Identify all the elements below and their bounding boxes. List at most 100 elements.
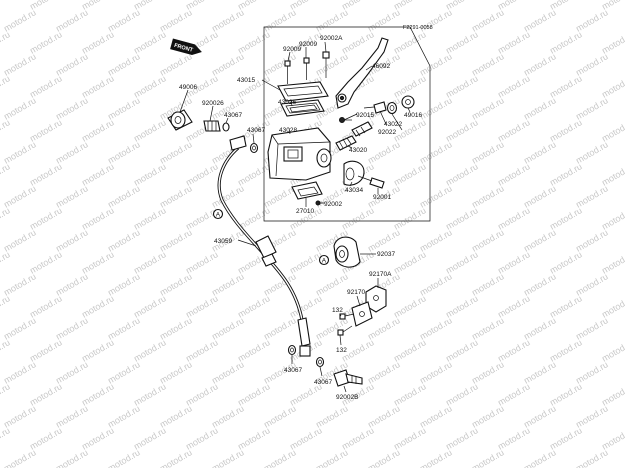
reference-marker-grommet: A	[318, 254, 330, 266]
watermark-text: motod.ru	[236, 293, 272, 319]
watermark-text: motod.ru	[340, 425, 376, 451]
watermark-text: motod.ru	[366, 7, 402, 33]
watermark-text: motod.ru	[2, 359, 38, 385]
banjo-bolt	[203, 120, 221, 132]
watermark-text: motod.ru	[158, 7, 194, 33]
watermark-text: motod.ru	[548, 337, 584, 363]
watermark-text: motod.ru	[28, 293, 64, 319]
leader-lines	[179, 41, 411, 393]
watermark-text: motod.ru	[522, 271, 558, 297]
watermark-text: motod.ru	[2, 227, 38, 253]
watermark-text: motod.ru	[522, 359, 558, 385]
watermark-text: motod.ru	[80, 73, 116, 99]
watermark-text: motod.ru	[522, 7, 558, 33]
watermark-text: motod.ru	[158, 359, 194, 385]
watermark-text: motod.ru	[470, 95, 506, 121]
label-27010: 27010	[296, 208, 314, 215]
watermark-text: motod.ru	[418, 139, 454, 165]
watermark-text: motod.ru	[470, 447, 506, 468]
watermark-text: motod.ru	[2, 183, 38, 209]
watermark-text: motod.ru	[54, 359, 90, 385]
watermark-text: motod.ru	[392, 293, 428, 319]
cap-screw-right	[303, 57, 310, 80]
watermark-text: motod.ru	[80, 293, 116, 319]
label-92009-b: 92009	[299, 41, 317, 48]
watermark-text: motod.ru	[106, 183, 142, 209]
label-43067-a: 43067	[224, 112, 242, 119]
watermark-text: motod.ru	[2, 51, 38, 77]
watermark-text: motod.ru	[366, 359, 402, 385]
watermark-text: motod.ru	[184, 337, 220, 363]
watermark-text: motod.ru	[132, 117, 168, 143]
watermark-text: motod.ru	[262, 51, 298, 77]
watermark-text: motod.ru	[522, 95, 558, 121]
watermark-text: motod.ru	[80, 29, 116, 55]
label-132-a: 132	[332, 307, 343, 314]
watermark-text: motod.ru	[158, 315, 194, 341]
front-arrow-icon: FRONT	[170, 38, 202, 56]
handlebar-clamp	[343, 160, 365, 186]
watermark-text: motod.ru	[0, 73, 12, 99]
watermark-text: motod.ru	[236, 337, 272, 363]
watermark-text: motod.ru	[314, 7, 350, 33]
hose-grommet	[333, 236, 361, 268]
reference-marker-label: A	[322, 258, 327, 265]
watermark-text: motod.ru	[210, 315, 246, 341]
watermark-text: motod.ru	[132, 381, 168, 407]
washer-lower-left	[287, 344, 297, 356]
watermark-text: motod.ru	[158, 271, 194, 297]
watermark-text: motod.ru	[522, 447, 558, 468]
watermark-text: motod.ru	[54, 271, 90, 297]
label-92002a: 92002A	[320, 35, 343, 42]
label-92037: 92037	[377, 251, 395, 258]
watermark-text: motod.ru	[444, 29, 480, 55]
watermark-text: motod.ru	[418, 95, 454, 121]
watermark-text: motod.ru	[418, 359, 454, 385]
watermark-text: motod.ru	[0, 0, 12, 12]
watermark-text: motod.ru	[314, 51, 350, 77]
watermark-text: motod.ru	[444, 337, 480, 363]
watermark-text: motod.ru	[132, 337, 168, 363]
label-43028: 43028	[279, 127, 297, 134]
watermark-text: motod.ru	[158, 227, 194, 253]
watermark-text: motod.ru	[522, 227, 558, 253]
watermark-text: motod.ru	[392, 161, 428, 187]
washer-upper-left	[222, 122, 230, 132]
watermark-text: motod.ru	[574, 227, 610, 253]
lower-banjo-bolt	[333, 369, 363, 387]
watermark-text: motod.ru	[106, 447, 142, 468]
watermark-text: motod.ru	[418, 315, 454, 341]
watermark-text: motod.ru	[444, 73, 480, 99]
label-43059: 43059	[214, 238, 232, 245]
watermark-text: motod.ru	[54, 227, 90, 253]
watermark-text: motod.ru	[158, 51, 194, 77]
watermark-text: motod.ru	[0, 205, 12, 231]
washer-lower-right	[315, 356, 325, 368]
watermark-text: motod.ru	[54, 51, 90, 77]
watermark-text: motod.ru	[132, 29, 168, 55]
watermark-text: motod.ru	[496, 381, 532, 407]
watermark-text: motod.ru	[106, 271, 142, 297]
watermark-text: motod.ru	[184, 293, 220, 319]
watermark-text: motod.ru	[470, 51, 506, 77]
watermark-text: motod.ru	[158, 403, 194, 429]
piston-kit	[335, 121, 373, 151]
watermark-text: motod.ru	[288, 249, 324, 275]
label-92002b: 92002B	[336, 394, 358, 401]
watermark-text: motod.ru	[548, 205, 584, 231]
watermark-text: motod.ru	[28, 73, 64, 99]
watermark-text: motod.ru	[314, 271, 350, 297]
watermark-text: motod.ru	[262, 447, 298, 468]
watermark-text: motod.ru	[28, 381, 64, 407]
watermark-text: motod.ru	[496, 161, 532, 187]
watermark-text: motod.ru	[54, 403, 90, 429]
watermark-text: motod.ru	[2, 7, 38, 33]
watermark-text: motod.ru	[574, 139, 610, 165]
watermark-text: motod.ru	[574, 95, 610, 121]
watermark-text: motod.ru	[54, 7, 90, 33]
watermark-text: motod.ru	[2, 315, 38, 341]
brake-lever	[335, 37, 389, 109]
watermark-text: motod.ru	[574, 359, 610, 385]
